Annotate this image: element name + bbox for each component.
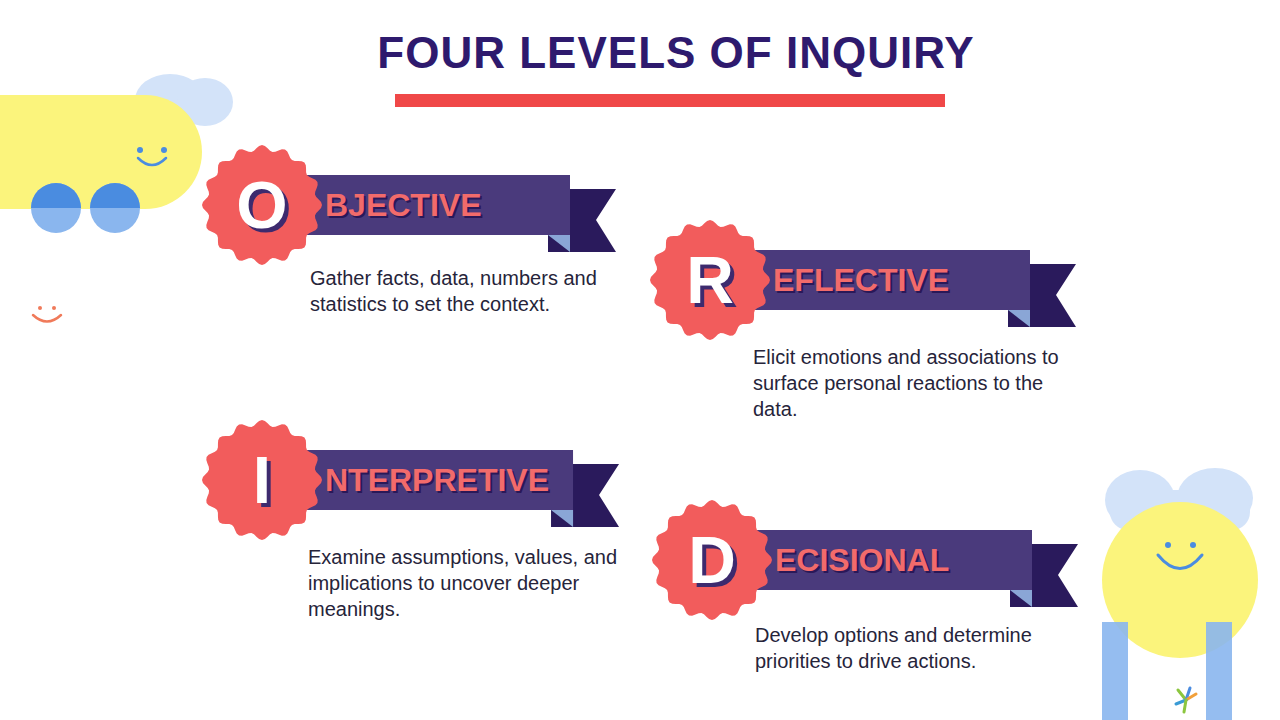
badge-letter: R	[648, 218, 772, 342]
badge-letter: D	[650, 498, 774, 622]
level-description: Gather facts, data, numbers and statisti…	[310, 265, 630, 317]
level-heading: EFLECTIVE	[773, 250, 949, 310]
title: FOUR LEVELS OF INQUIRY	[0, 28, 1280, 78]
level-description: Examine assumptions, values, and implica…	[308, 544, 628, 622]
level-heading: BJECTIVE	[325, 175, 481, 235]
inquiry-level: OBJECTIVE Gather facts, data, numbers and…	[200, 143, 700, 383]
level-heading: ECISIONAL	[775, 530, 949, 590]
badge-letter: I	[200, 418, 324, 542]
level-description: Develop options and determine priorities…	[755, 622, 1075, 674]
inquiry-level: REFLECTIVE Elicit emotions and associatio…	[648, 218, 1148, 458]
level-heading: NTERPRETIVE	[325, 450, 549, 510]
inquiry-level: INTERPRETIVE Examine assumptions, values,…	[200, 418, 700, 658]
inquiry-level: DECISIONAL Develop options and determine …	[650, 498, 1150, 720]
badge-letter: O	[200, 143, 324, 267]
level-description: Elicit emotions and associations to surf…	[753, 344, 1073, 422]
